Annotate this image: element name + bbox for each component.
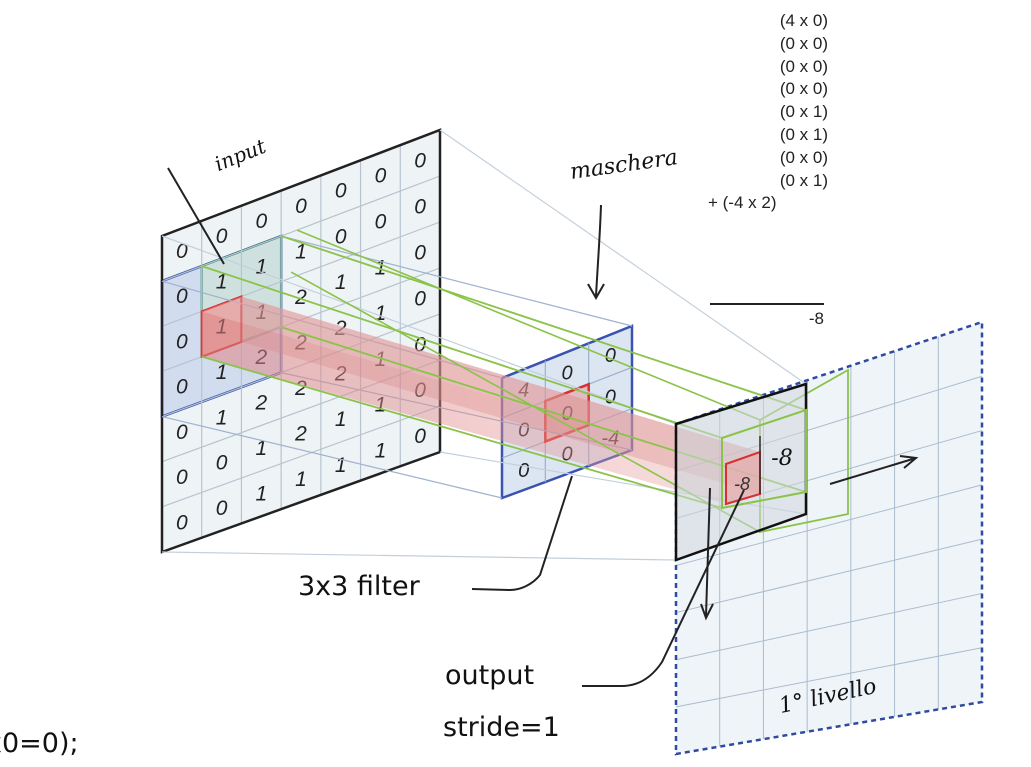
input-cell-value: 0	[414, 425, 426, 448]
filter-cell-value: 4	[518, 379, 529, 401]
input-cell-value: 1	[335, 271, 347, 294]
volume-edge-line	[161, 551, 677, 561]
input-cell-value: 1	[216, 406, 228, 429]
input-cell-value: 0	[375, 210, 387, 233]
projection-lines	[161, 129, 849, 561]
input-cell-value: 0	[414, 241, 426, 264]
calc-term: (0 x 0)	[779, 147, 828, 167]
filter-projection-line	[161, 415, 503, 499]
annotation-strokes	[167, 167, 919, 687]
filter-cell-value: 0	[605, 386, 616, 408]
input-cell-value: 1	[255, 255, 267, 278]
output-grid-line	[675, 592, 983, 661]
volume-edge-line	[161, 235, 677, 425]
output-receptive-outline	[721, 408, 807, 510]
calc-term: (0 x 0)	[779, 56, 828, 76]
input-cell-value: 1	[335, 408, 347, 431]
input-cell-value: 0	[335, 180, 347, 203]
input-cell-value: 0	[176, 285, 188, 308]
input-pointer-line	[167, 167, 225, 265]
right-arrow-line	[829, 457, 917, 485]
center-beam-upper	[201, 296, 760, 464]
input-cell-value: 0	[216, 225, 228, 248]
input-cell-value: 0	[255, 210, 267, 233]
input-cell-value: 0	[176, 240, 188, 263]
input-cell-value: 2	[254, 392, 267, 415]
input-cell-value: 1	[295, 240, 307, 263]
filter-cell-value: 0	[561, 403, 572, 425]
input-cell-value: 0	[414, 195, 426, 218]
output-front-value: -8	[734, 474, 750, 494]
down-arrow-head	[700, 603, 714, 621]
input-cell-value: 0	[335, 225, 347, 248]
input-cell-value: 0	[414, 287, 426, 310]
input-cell-value: 2	[294, 423, 307, 446]
input-cell-value: 1	[295, 468, 307, 491]
calc-term: (0 x 0)	[779, 79, 828, 99]
output-grid-line	[675, 647, 983, 708]
calc-term: (4 x 0)	[779, 11, 828, 30]
input-cell-value: 0	[176, 421, 188, 444]
calc-result: -8	[808, 309, 824, 328]
input-grid-line	[161, 175, 441, 282]
input-cell-value: 0	[375, 165, 387, 188]
input-cell-value: 2	[334, 317, 347, 340]
output-grid-line	[675, 484, 983, 566]
input-cell-value: 0	[176, 376, 188, 399]
down-arrow-line	[705, 487, 711, 617]
input-cell-value: 1	[375, 302, 387, 325]
input-cell-value: 1	[255, 301, 267, 324]
receptive-projection-line	[280, 235, 807, 411]
mask-arrow	[595, 204, 602, 297]
receptive-projection-line	[296, 229, 761, 421]
filter-label: 3x3 filter	[298, 571, 420, 602]
volume-edge-line	[439, 129, 807, 385]
input-cell-value: 1	[335, 454, 347, 477]
filter-cell-value: 0	[561, 362, 572, 384]
input-cell-value: 0	[176, 330, 188, 353]
calc-term: (0 x 0)	[779, 33, 828, 53]
input-cell-value: 0	[216, 452, 228, 475]
right-arrow-head	[899, 455, 919, 469]
filter-cell-value: 0	[605, 345, 616, 367]
calc-last-term: + (-4 x 2)	[708, 193, 777, 213]
output-label: output	[445, 660, 535, 691]
input-cell-value: 1	[375, 256, 387, 279]
center-beam-lower	[201, 311, 726, 504]
filter-projection-line	[161, 280, 503, 379]
partial-formula-text: x0=0);	[0, 728, 79, 759]
input-cell-value: 1	[216, 361, 228, 384]
filter-projection-line	[280, 235, 633, 327]
input-cell-value: 0	[414, 150, 426, 173]
output-grid-line	[675, 538, 983, 614]
output-back-value: -8	[771, 446, 792, 471]
filter-cell-value: 0	[518, 460, 529, 482]
filter-leader-line	[471, 475, 573, 592]
input-cell-value: 0	[176, 511, 188, 534]
input-cell-value: 0	[295, 195, 307, 218]
input-cell-value: 2	[294, 286, 307, 309]
calc-divider	[710, 303, 824, 305]
input-cell-value: 1	[216, 270, 228, 293]
input-cell-value: 1	[375, 348, 387, 371]
calc-term: (0 x 1)	[779, 170, 828, 190]
receptive-projection-line	[201, 265, 723, 439]
mask-arrow-head	[587, 283, 605, 301]
calculation-column: (4 x 0)(0 x 0)(0 x 0)(0 x 0)(0 x 1)(0 x …	[708, 10, 828, 328]
input-grid-line	[161, 405, 441, 508]
output-grid-border	[674, 320, 984, 756]
input-cell-value: 0	[176, 466, 188, 489]
input-cell-value: 0	[216, 497, 228, 520]
input-cell-value: 1	[375, 440, 387, 463]
input-cell-value: 1	[255, 483, 267, 506]
stride-label: stride=1	[443, 712, 560, 743]
receptive-projection-line	[201, 355, 723, 509]
output-leader-line	[582, 489, 745, 687]
calc-term: (0 x 1)	[779, 124, 828, 144]
input-cell-value: 1	[255, 437, 267, 460]
calc-term: (0 x 1)	[779, 102, 828, 122]
